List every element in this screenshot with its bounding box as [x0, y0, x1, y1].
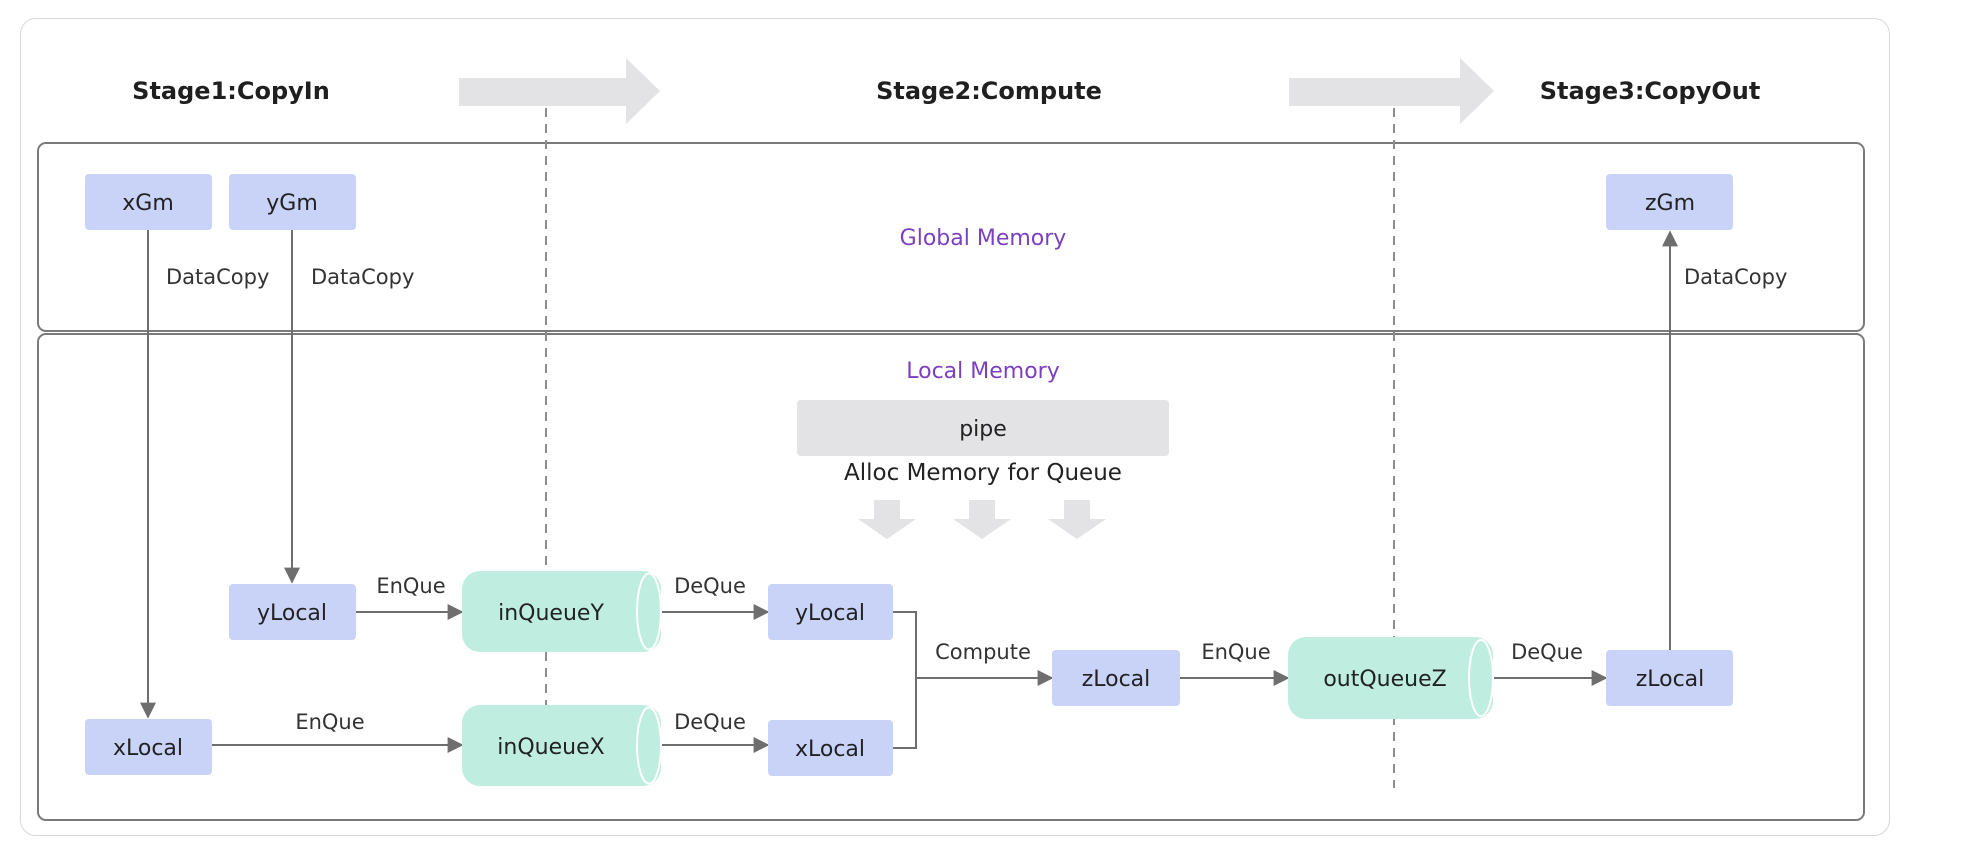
ylocal-compute-label: yLocal — [795, 601, 865, 626]
ygm-node: yGm — [229, 174, 356, 230]
zgm-label: zGm — [1645, 191, 1695, 216]
ygm-datacopy-label: DataCopy — [311, 265, 414, 289]
compute-merge-bracket — [893, 611, 917, 749]
global-memory-region — [37, 142, 1865, 332]
zlocal-compute-node: zLocal — [1052, 650, 1180, 706]
pipe-caption: Alloc Memory for Queue — [844, 460, 1122, 486]
pipe-label: pipe — [959, 417, 1007, 442]
xgm-datacopy-label: DataCopy — [166, 265, 269, 289]
stage2-title: Stage2:Compute — [876, 77, 1102, 105]
zlocal-out-node: zLocal — [1606, 650, 1733, 706]
ygm-label: yGm — [266, 191, 318, 216]
ylocal-in-label: yLocal — [257, 601, 327, 626]
zlocal-compute-label: zLocal — [1082, 667, 1151, 692]
xlocal-compute-label: xLocal — [795, 737, 865, 762]
ylocal-in-node: yLocal — [229, 584, 356, 640]
outqueuez-label: outQueueZ — [1323, 667, 1446, 692]
xgm-node: xGm — [85, 174, 212, 230]
alloc-arrow-2 — [953, 500, 1011, 539]
pipe-box — [797, 400, 1169, 456]
outqueuez-deque-label: DeQue — [1511, 640, 1583, 664]
xlocal-in-label: xLocal — [113, 736, 183, 761]
zlocal-enque-label: EnQue — [1201, 640, 1270, 664]
inqueuey-label: inQueueY — [498, 601, 604, 626]
compute-label: Compute — [935, 640, 1031, 664]
inqueuey-node: inQueueY — [462, 571, 662, 652]
outqueuez-node: outQueueZ — [1288, 637, 1494, 719]
alloc-arrow-1 — [858, 500, 916, 539]
stage1-to-stage2-arrow — [459, 58, 660, 124]
xlocal-in-node: xLocal — [85, 719, 212, 775]
zgm-datacopy-label: DataCopy — [1684, 265, 1787, 289]
zlocal-out-label: zLocal — [1636, 667, 1705, 692]
inqueuey-deque-label: DeQue — [674, 574, 746, 598]
local-memory-region — [37, 333, 1865, 821]
ylocal-enque-label: EnQue — [376, 574, 445, 598]
inqueuex-label: inQueueX — [497, 735, 604, 760]
xgm-label: xGm — [122, 191, 174, 216]
inqueuex-node: inQueueX — [462, 705, 662, 786]
global-memory-label: Global Memory — [900, 226, 1067, 251]
alloc-arrow-3 — [1048, 500, 1106, 539]
local-memory-label: Local Memory — [906, 359, 1059, 384]
stage1-title: Stage1:CopyIn — [132, 77, 330, 105]
inqueuex-deque-label: DeQue — [674, 710, 746, 734]
ylocal-compute-node: yLocal — [768, 584, 893, 640]
zgm-node: zGm — [1606, 174, 1733, 230]
xlocal-compute-node: xLocal — [768, 720, 893, 776]
xlocal-enque-label: EnQue — [295, 710, 364, 734]
stage3-title: Stage3:CopyOut — [1540, 77, 1761, 105]
stage2-to-stage3-arrow — [1289, 58, 1494, 124]
